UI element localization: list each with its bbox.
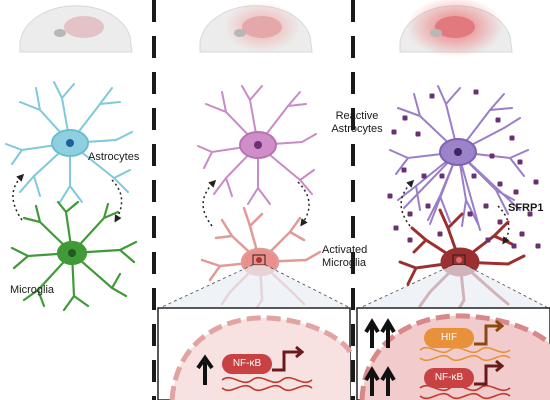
sfrp1-dot [473,89,479,95]
nfkb-label-middle: NF-κB [232,358,262,369]
transcription-arrow-icon [474,319,505,346]
sfrp1-dot [415,131,421,137]
crosstalk-arrow-down-1 [111,179,123,223]
sfrp1-dot [513,189,519,195]
mouse-head-severe [399,0,513,57]
crosstalk-arrow-up-1 [12,173,25,221]
sfrp1-dot [429,93,435,99]
sfrp1-dot [393,225,399,231]
zoom-fill-middle [160,265,350,308]
label-activated-line1: Activated [322,244,368,256]
label-microglia: Microglia [10,284,55,296]
hif-label: HIF [440,332,458,343]
label-reactive-astrocytes: Reactive Astrocytes [326,110,388,136]
sfrp1-dot [387,193,393,199]
sfrp1-dot [425,203,431,209]
nfkb-label-right: NF-κB [434,372,464,383]
upregulation-arrow-icon [364,366,396,396]
label-reactive-line1: Reactive [335,110,379,122]
upregulation-arrow-icon [196,354,214,385]
mouse-head-baseline [19,5,133,53]
sfrp1-dot [535,243,541,249]
sfrp1-dot [497,181,503,187]
crosstalk-arrow-up-3 [400,179,415,227]
nfkb-pill-middle [222,354,272,374]
label-activated-line2: Microglia [322,257,367,269]
sfrp1-dot [391,129,397,135]
sfrp1-dot [495,117,501,123]
sfrp1-dot [489,153,495,159]
sfrp1-dot [401,167,407,173]
transcription-arrow-icon [272,345,305,372]
transcription-arrow-icon [474,359,505,386]
sfrp1-dot [533,179,539,185]
upregulation-arrow-icon [364,318,396,348]
astrocyte-resting [5,81,133,203]
sfrp1-dot [517,159,523,165]
sfrp1-arrow [497,205,510,245]
mouse-head-injury [199,2,313,53]
nfkb-pill-right [424,368,474,388]
astrocyte-reactive [389,85,529,231]
sfrp1-dot [407,237,413,243]
sfrp1-dot [407,211,413,217]
sfrp1-dot [437,231,443,237]
dna-strand-icon [419,346,511,362]
crosstalk-arrow-up-2 [202,179,217,227]
microglia-resting [10,200,138,312]
sfrp1-particles [387,89,541,249]
label-sfrp1: SFRP1 [508,202,544,214]
sfrp1-dot [467,211,473,217]
sfrp1-dot [471,173,477,179]
hif-pill [424,328,474,348]
sfrp1-dot [439,173,445,179]
sfrp1-dot [519,231,525,237]
dna-strand-icon [221,376,313,392]
label-astrocytes: Astrocytes [88,151,140,163]
sfrp1-dot [421,173,427,179]
sfrp1-dot [485,237,491,243]
sfrp1-dot [483,203,489,209]
sfrp1-dot [402,115,408,121]
sfrp1-dot [527,211,533,217]
label-activated-microglia: Activated Microglia [322,244,367,270]
astrocyte-injury [197,85,317,205]
sfrp1-dot [497,219,503,225]
label-reactive-line2: Astrocytes [331,123,383,135]
sfrp1-dot [509,135,515,141]
sfrp1-dot [511,243,517,249]
zoom-fill-right [360,265,548,308]
